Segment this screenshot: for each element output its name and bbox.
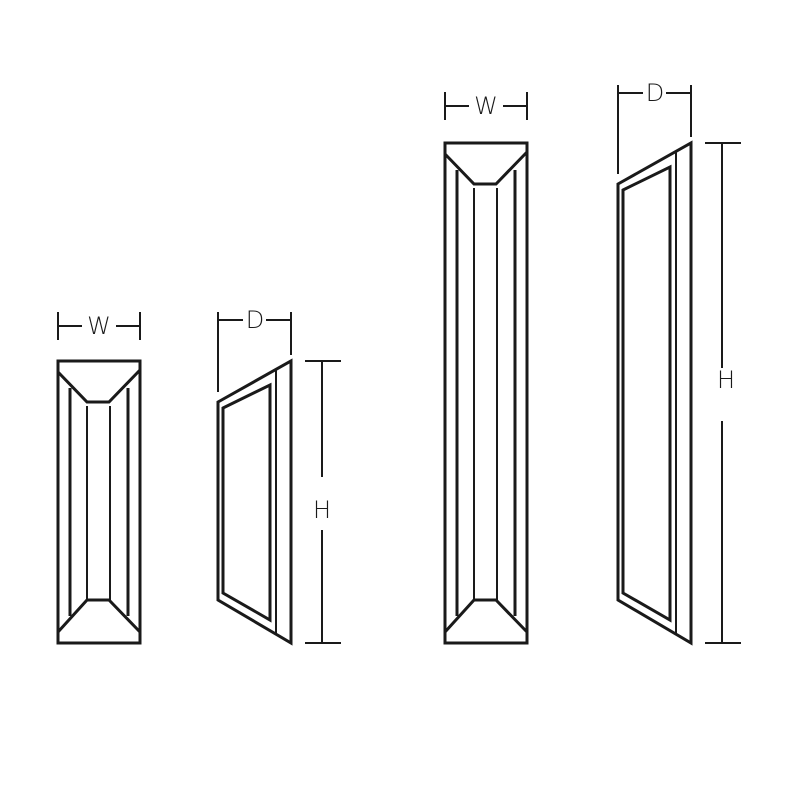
top-bevel [56, 368, 142, 404]
front-outline [56, 359, 142, 645]
small-fixture-side-view [216, 312, 341, 646]
inner-panel [221, 382, 272, 623]
large-depth-label: D [646, 79, 664, 107]
small-fixture-front-view [56, 312, 142, 645]
inner-panel [621, 164, 672, 623]
bottom-bevel [56, 598, 142, 634]
side-outline [216, 358, 293, 646]
small-depth-label: D [246, 306, 264, 334]
side-outline [616, 140, 693, 646]
top-bevel [443, 150, 529, 186]
front-outline [443, 141, 529, 645]
small-height-label: H [313, 496, 331, 524]
large-height-label: H [717, 366, 735, 394]
large-width-label: W [474, 92, 498, 120]
large-fixture-front-view [443, 92, 529, 645]
large-fixture-side-view [616, 85, 741, 646]
bottom-bevel [443, 598, 529, 634]
small-width-label: W [87, 312, 111, 340]
